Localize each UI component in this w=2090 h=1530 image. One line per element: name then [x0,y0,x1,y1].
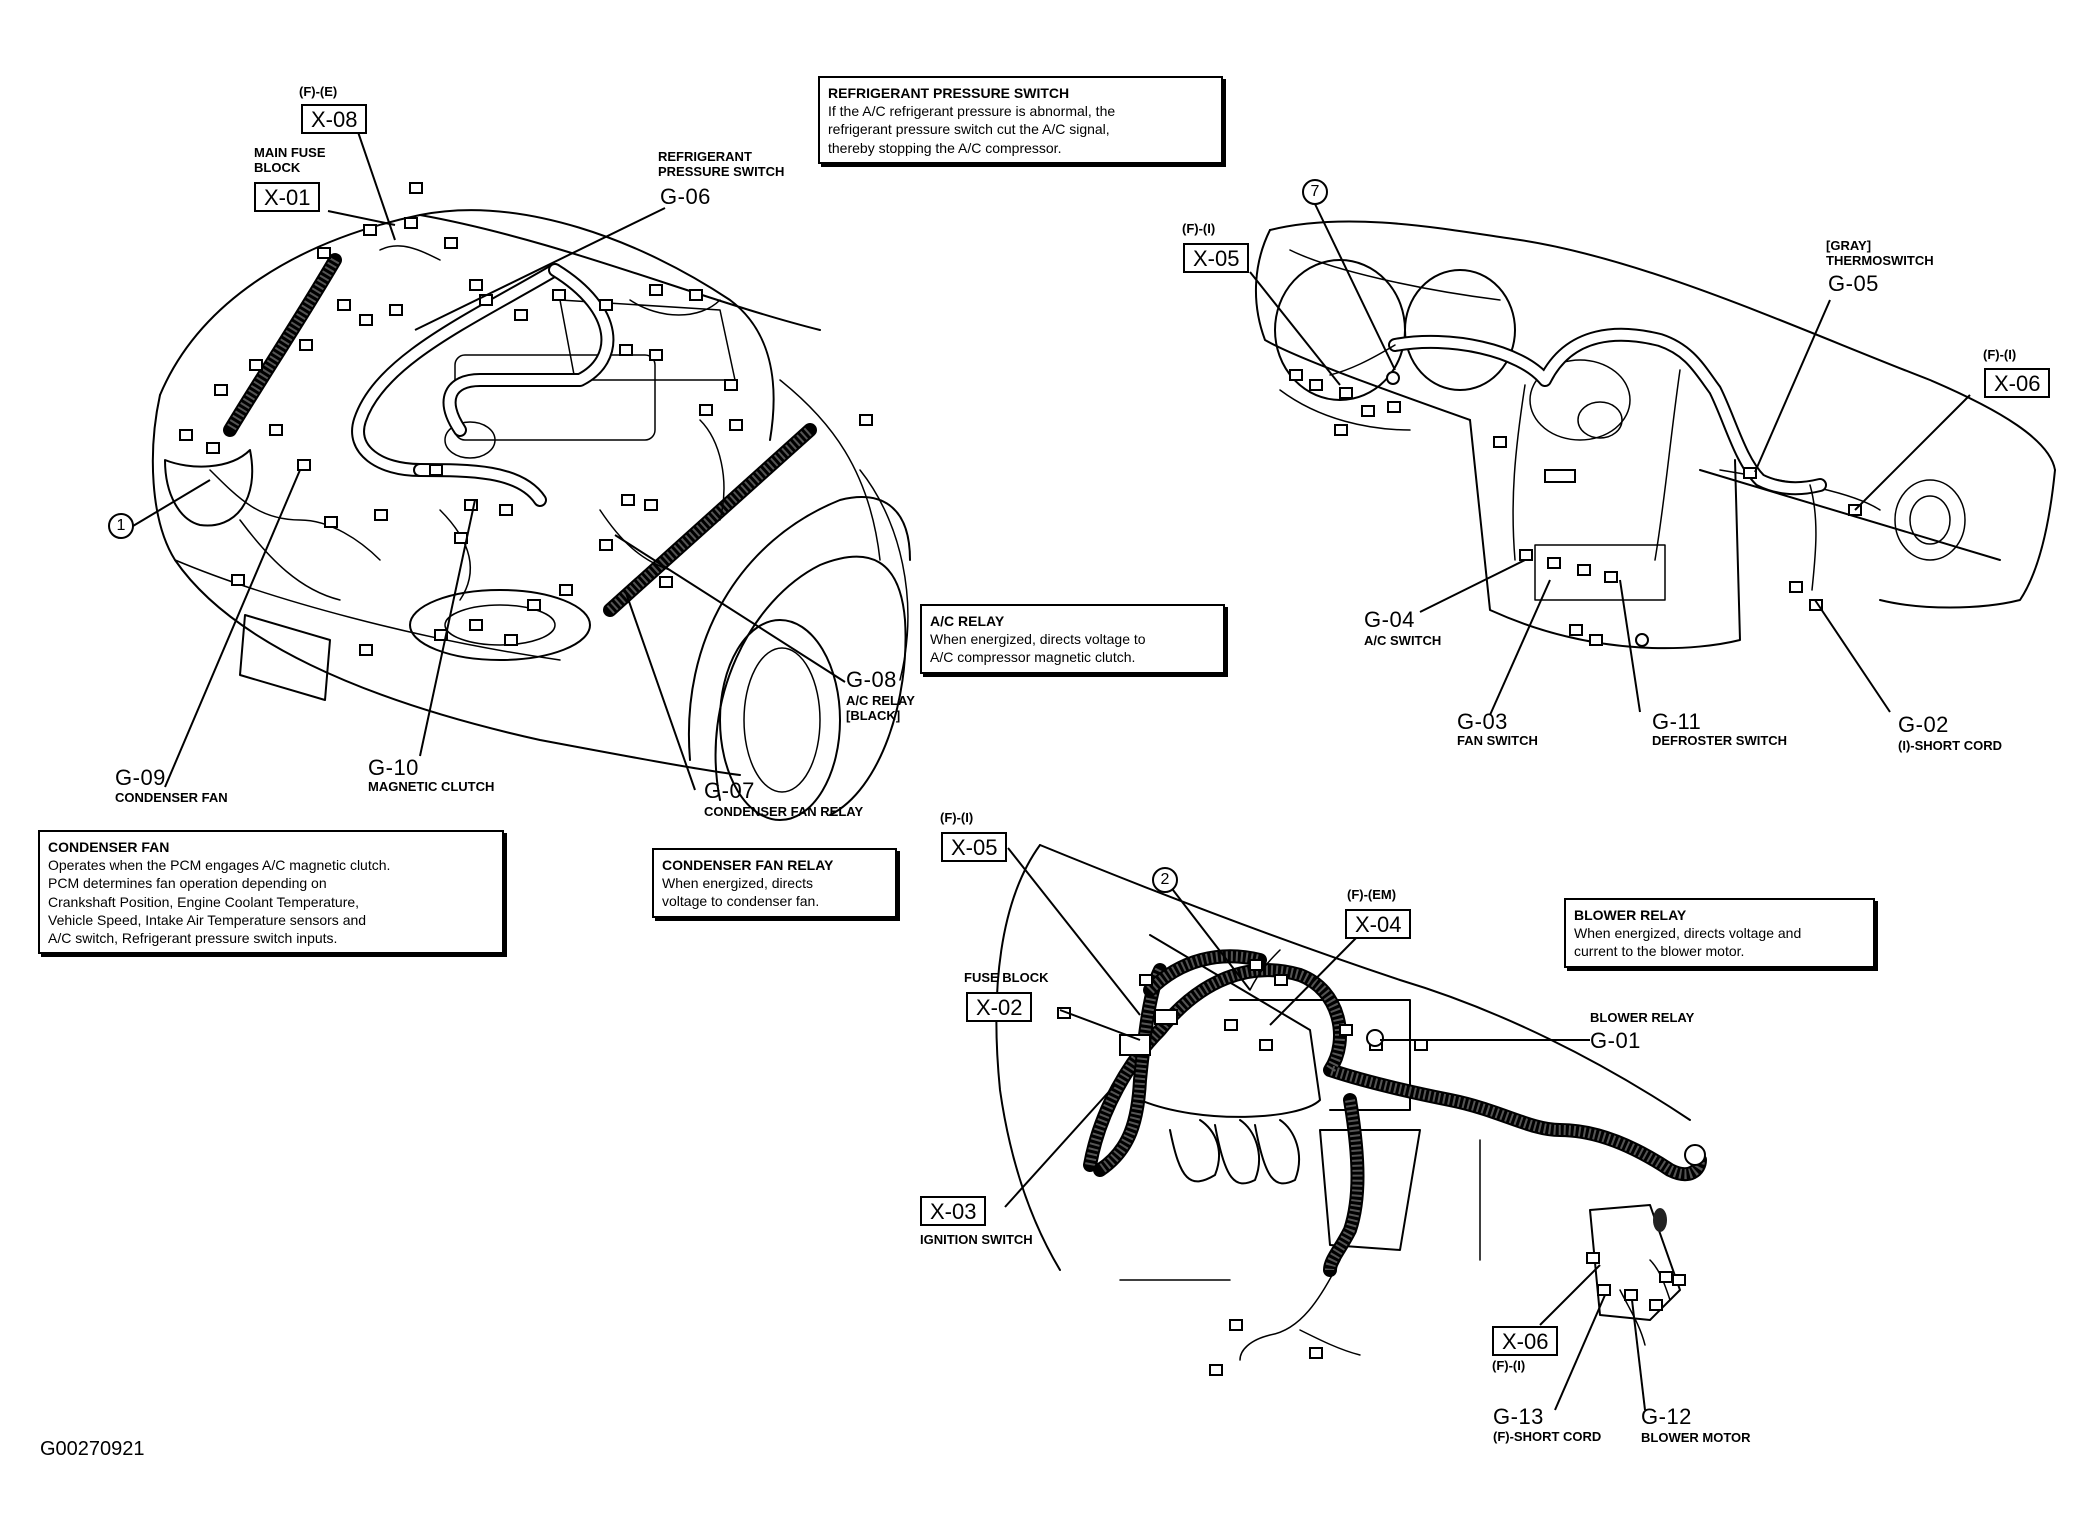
dashboard-illustration [1249,179,2056,716]
dash-x06-harness-label: (F)-(I) [1983,347,2017,362]
ac-switch-caption: A/C SWITCH [1364,633,1442,648]
g03-connector-code: G-03 [1457,709,1508,734]
dash-x06-connector-code: X-06 [1984,368,2051,399]
caption-line: THERMOSWITCH [1826,252,1934,268]
g01-connector-code: G-01 [1590,1028,1641,1053]
g09-connector-code: G-09 [115,765,166,790]
note-line: Operates when the PCM engages A/C magnet… [48,857,391,874]
refrigerant-pressure-switch-caption: REFRIGERANT PRESSURE SWITCH [658,149,785,180]
g08-connector-code: G-08 [846,667,897,692]
short-cord-caption: (I)-SHORT CORD [1898,738,2002,753]
dash-x05-connector-code: X-05 [1183,243,1250,274]
g05-connector-code: G-05 [1828,271,1879,296]
note-line: thereby stopping the A/C compressor. [828,139,1062,156]
callout-2: 2 [1160,871,1170,888]
condenser-fan-relay-caption: CONDENSER FAN RELAY [704,804,864,819]
main-fuse-block-caption: MAIN FUSE BLOCK [254,145,326,176]
x08-harness-label: (F)-(E) [299,84,338,99]
g02-connector-code: G-02 [1898,712,1949,737]
note-line: current to the blower motor. [1574,943,1745,960]
fuse-block-caption: FUSE BLOCK [964,970,1049,985]
under-x04-harness-label: (F)-(EM) [1347,887,1397,902]
g13-connector-code: G-13 [1493,1404,1544,1429]
note-line: PCM determines fan operation depending o… [48,875,327,892]
under-x05-harness-label: (F)-(I) [940,810,974,825]
note-condenser-fan-relay: CONDENSER FAN RELAY When energized, dire… [652,848,897,918]
note-line: Vehicle Speed, Intake Air Temperature se… [48,911,367,928]
note-title: BLOWER RELAY [1574,907,1687,923]
caption-line: PRESSURE SWITCH [658,163,785,179]
caption-line: A/C RELAY [846,693,915,708]
magnetic-clutch-caption: MAGNETIC CLUTCH [368,779,495,794]
caption-line: REFRIGERANT [658,149,752,164]
dash-x05-harness-label: (F)-(I) [1182,221,1216,236]
defroster-switch-caption: DEFROSTER SWITCH [1652,733,1788,748]
thermoswitch-caption: [GRAY] THERMOSWITCH [1826,238,1934,269]
caption-line: BLOCK [254,159,301,175]
underdash-illustration [995,844,1707,1411]
blower-relay-caption: BLOWER RELAY [1590,1010,1695,1025]
fan-switch-caption: FAN SWITCH [1457,733,1538,748]
x08-connector-code: X-08 [301,104,368,135]
ac-relay-caption: A/C RELAY [BLACK] [846,693,915,724]
note-line: voltage to condenser fan. [662,893,820,910]
under-x06-connector-code: X-06 [1492,1326,1559,1357]
g11-connector-code: G-11 [1652,709,1702,734]
ignition-switch-caption: IGNITION SWITCH [920,1232,1033,1247]
note-refrigerant-pressure-switch: REFRIGERANT PRESSURE SWITCH If the A/C r… [818,76,1223,164]
caption-line: [BLACK] [846,707,901,723]
note-line: If the A/C refrigerant pressure is abnor… [828,103,1116,120]
note-title: CONDENSER FAN [48,839,170,855]
under-x05-connector-code: X-05 [941,832,1008,863]
caption-line: [GRAY] [1826,238,1872,253]
f-short-cord-caption: (F)-SHORT CORD [1493,1429,1602,1444]
g12-connector-code: G-12 [1641,1404,1692,1429]
note-title: A/C RELAY [930,613,1005,629]
note-condenser-fan: CONDENSER FAN Operates when the PCM enga… [38,830,504,955]
g07-connector-code: G-07 [704,778,755,803]
note-title: REFRIGERANT PRESSURE SWITCH [828,85,1070,101]
under-x02-connector-code: X-02 [966,992,1033,1023]
note-title: CONDENSER FAN RELAY [662,857,834,873]
note-line: When energized, directs voltage to [930,631,1146,648]
blower-motor-caption: BLOWER MOTOR [1641,1430,1751,1445]
condenser-fan-caption: CONDENSER FAN [115,790,228,805]
note-line: A/C compressor magnetic clutch. [930,649,1136,666]
under-x03-connector-code: X-03 [920,1196,987,1227]
note-blower-relay: BLOWER RELAY When energized, directs vol… [1564,898,1875,968]
callout-7: 7 [1310,183,1320,200]
g06-connector-code: G-06 [660,184,711,209]
under-x04-connector-code: X-04 [1345,909,1412,940]
engine-bay-illustration [108,128,911,821]
note-line: When energized, directs [662,875,813,892]
note-line: refrigerant pressure switch cut the A/C … [828,121,1110,138]
x01-connector-code: X-01 [254,182,321,213]
note-line: When energized, directs voltage and [1574,925,1802,942]
callout-1: 1 [116,517,126,534]
g04-connector-code: G-04 [1364,607,1415,632]
under-x06-harness-label: (F)-(I) [1492,1358,1526,1373]
figure-reference-code: G00270921 [40,1438,145,1460]
g10-connector-code: G-10 [368,755,419,780]
note-line: A/C switch, Refrigerant pressure switch … [48,929,338,946]
note-ac-relay: A/C RELAY When energized, directs voltag… [920,604,1225,674]
caption-line: MAIN FUSE [254,145,326,160]
note-line: Crankshaft Position, Engine Coolant Temp… [48,893,360,910]
